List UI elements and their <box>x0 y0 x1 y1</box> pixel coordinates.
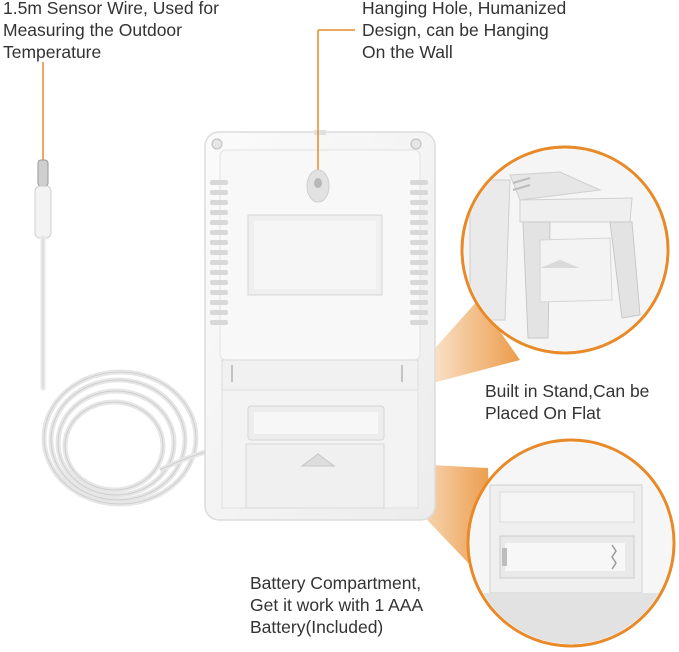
wire-coil <box>41 369 199 507</box>
stand-zoom-circle <box>460 145 670 355</box>
vent-slots-right <box>410 180 428 325</box>
sensor-wire-callout: 1.5m Sensor Wire, Used for Measuring the… <box>3 0 219 62</box>
vent-slots-left <box>210 180 228 325</box>
sensor-wire <box>34 62 206 507</box>
arrow-up-icon <box>300 453 336 467</box>
stand-panel <box>221 359 419 391</box>
battery-callout: Battery Compartment, Get it work with 1 … <box>250 573 424 637</box>
screw-icon <box>211 138 223 150</box>
battery-zoom-circle <box>466 438 676 648</box>
stand-callout: Built in Stand,Can be Placed On Flat <box>485 381 650 423</box>
hanging-hole-callout: Hanging Hole, Humanized Design, can be H… <box>362 0 567 62</box>
screw-icon <box>410 138 422 150</box>
sensor-probe <box>37 159 49 187</box>
sensor-sleeve <box>34 185 52 239</box>
device-back <box>204 29 436 521</box>
